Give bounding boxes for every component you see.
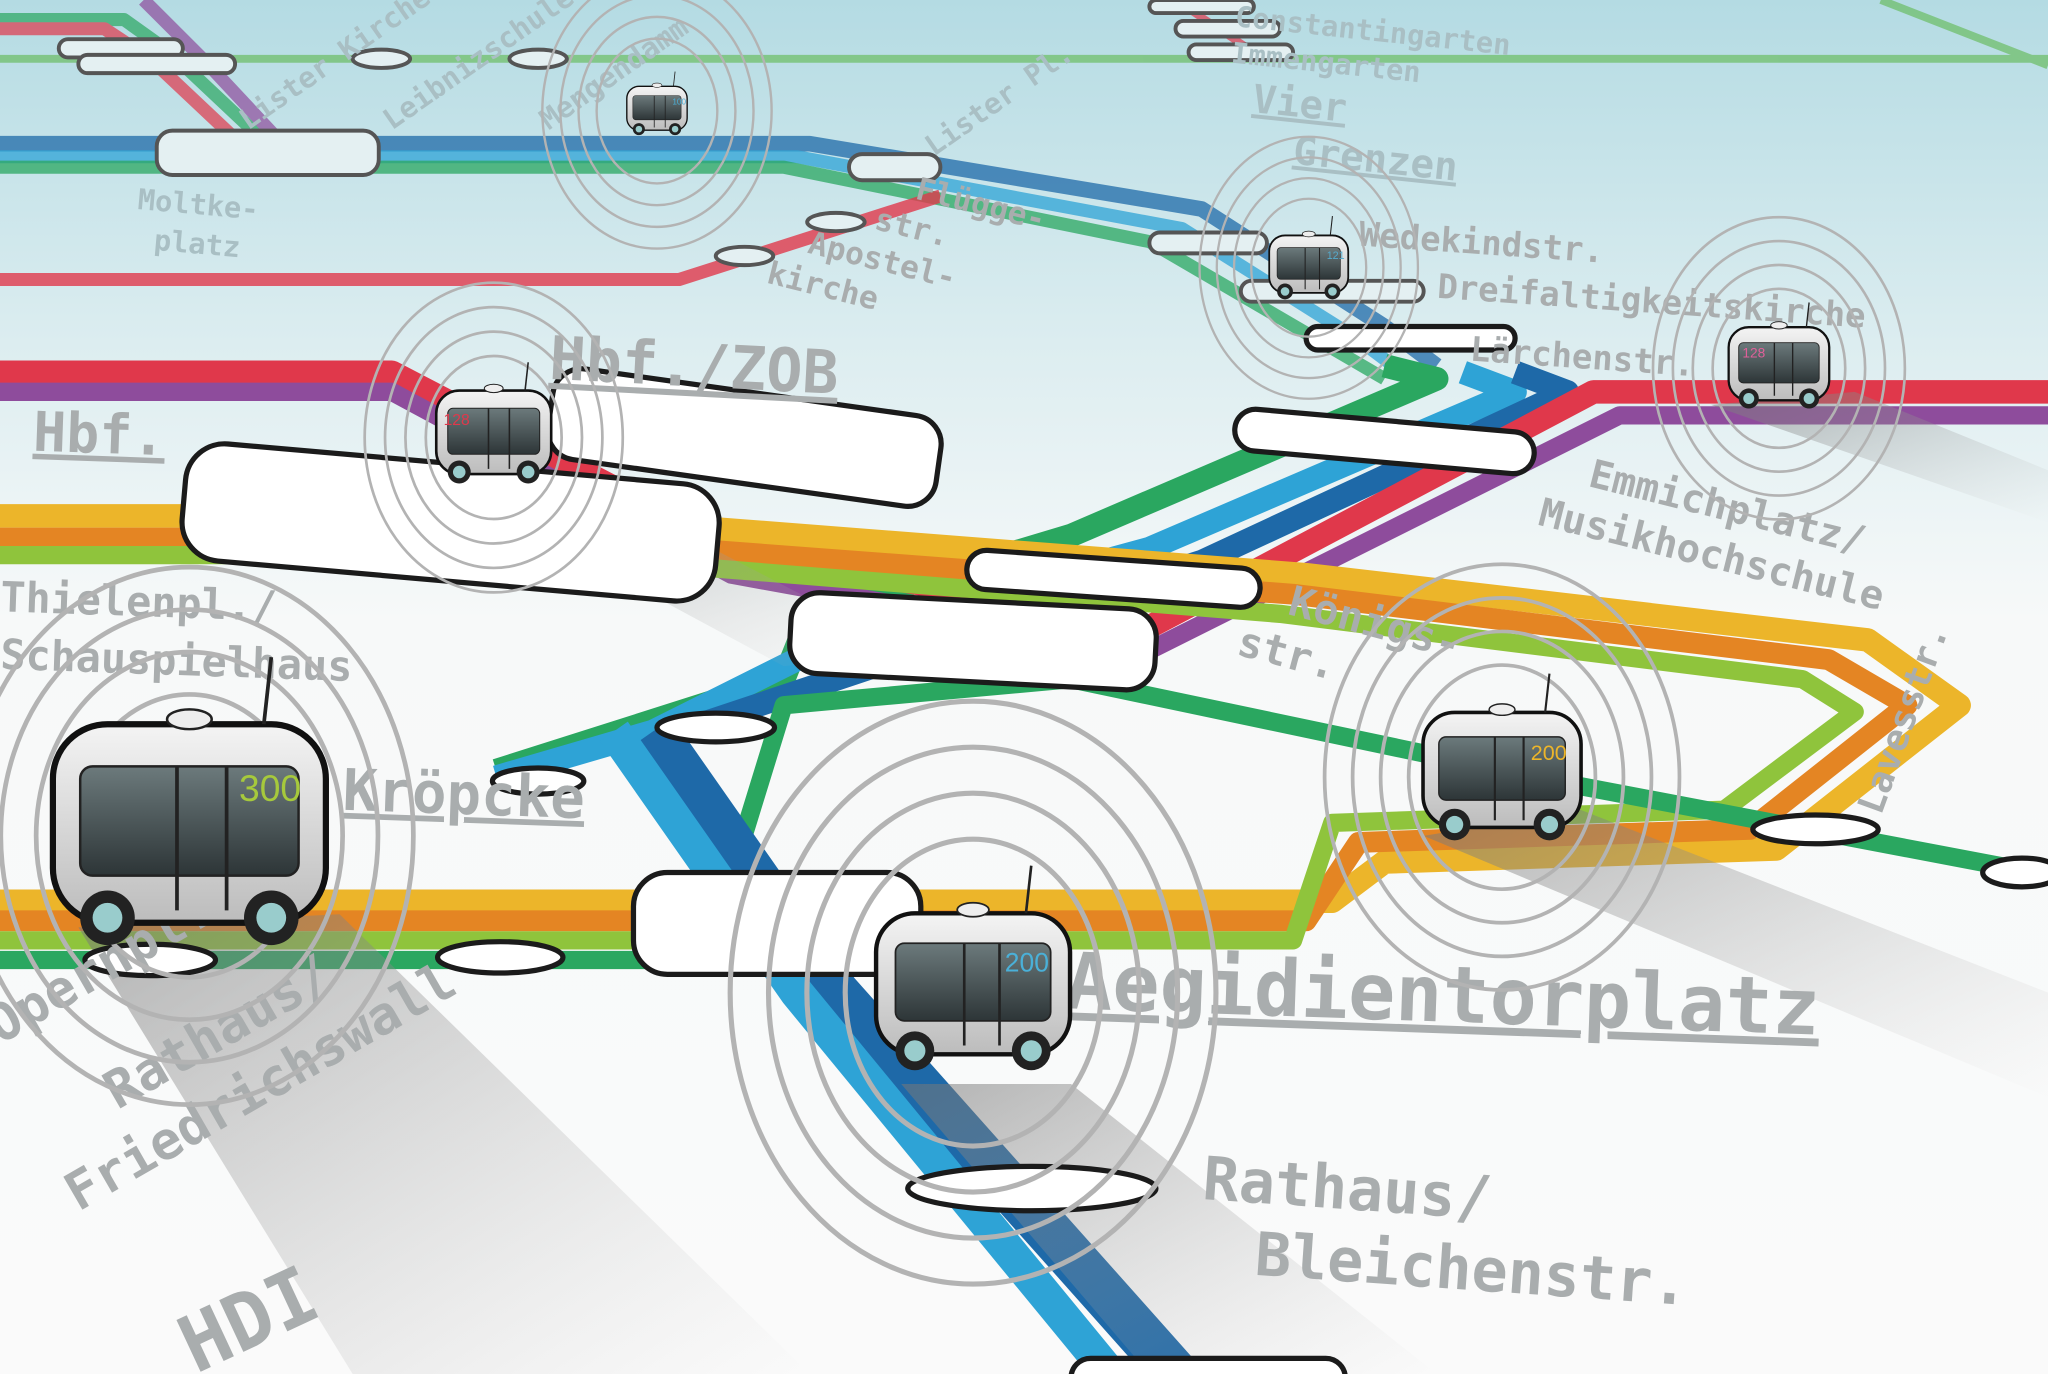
autonomous-bus[interactable]: 100 — [541, 0, 773, 250]
bus-number: 200 — [1531, 740, 1567, 765]
bus-number: 121 — [1327, 250, 1345, 262]
label-kroepcke: Kröpcke — [342, 757, 586, 832]
bus-number: 128 — [444, 412, 470, 429]
label-thielenplatz: Thielenpl./ — [0, 572, 278, 631]
autonomous-bus[interactable]: 200 — [730, 701, 1216, 1284]
bus-number: 100 — [672, 97, 686, 106]
label-vier: Vier — [1250, 77, 1349, 132]
label-moltkeplatz-2: platz — [153, 223, 242, 264]
autonomous-bus[interactable]: 300 — [0, 567, 413, 1105]
autonomous-bus[interactable]: 128 — [363, 281, 625, 594]
label-schauspielhaus: Schauspielhaus — [0, 630, 353, 691]
autonomous-bus[interactable]: 121 — [1198, 135, 1420, 400]
bus-number: 200 — [1005, 947, 1049, 977]
bus-number: 128 — [1742, 345, 1765, 360]
autonomous-bus[interactable]: 128 — [1651, 215, 1907, 521]
bus-number: 300 — [239, 767, 301, 809]
autonomous-bus[interactable]: 200 — [1322, 562, 1682, 992]
label-hbf: Hbf. — [32, 400, 166, 469]
